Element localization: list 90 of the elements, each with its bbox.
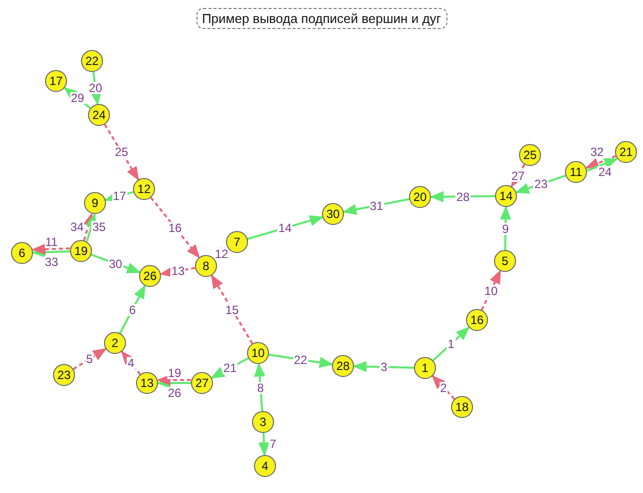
edge-label: 1: [446, 338, 456, 350]
vertex-circle: 23: [53, 364, 75, 386]
arrow: [104, 191, 134, 202]
arrow: [432, 374, 456, 400]
edge-label: 30: [108, 258, 124, 270]
vertex-circle: 28: [332, 355, 354, 377]
vertex-circle: 2: [104, 332, 126, 354]
vertex-circle: 19: [70, 240, 92, 262]
arrow: [480, 270, 502, 310]
vertex-circle: 17: [45, 70, 67, 92]
vertex-circle: 4: [254, 455, 276, 477]
edge-label: 13: [170, 265, 186, 277]
edge-label: 9: [501, 222, 510, 234]
vertex-circle: 9: [84, 192, 106, 214]
arrow: [584, 155, 616, 169]
title-box: Пример вывода подписей вершин и дуг: [196, 8, 448, 29]
vertex-circle: 16: [466, 309, 488, 331]
vertex-circle: 25: [519, 144, 541, 166]
vertex-circle: 10: [247, 342, 269, 364]
edge-label: 3: [380, 361, 388, 373]
edge-label: 22: [292, 354, 308, 366]
edge-label: 5: [85, 353, 94, 365]
vertex-circle: 21: [615, 141, 637, 163]
arrow: [83, 212, 94, 241]
arrow: [150, 196, 200, 259]
edge-label: 27: [510, 170, 526, 182]
vertex-circle: 30: [322, 203, 344, 225]
arrow: [210, 357, 249, 379]
arrow: [210, 274, 254, 344]
arrow: [510, 164, 526, 188]
vertex-circle: 20: [409, 186, 431, 208]
edge-label: 23: [533, 178, 549, 190]
edge-label: 20: [88, 82, 104, 94]
arrow: [432, 326, 470, 362]
vertex-circle: 13: [136, 372, 158, 394]
edge-label: 21: [222, 362, 238, 374]
vertex-circle: 8: [195, 255, 217, 277]
edge-label: 7: [268, 438, 278, 450]
arrow: [90, 72, 102, 106]
edge-label: 35: [91, 221, 107, 233]
edge-label: 14: [277, 222, 293, 234]
edge-label: 8: [256, 382, 265, 394]
edge-label: 33: [44, 256, 60, 268]
arrow: [72, 348, 107, 370]
edge-label: 31: [368, 200, 384, 212]
edge-label: 24: [597, 166, 613, 178]
edge-label: 16: [167, 222, 183, 234]
edge-label: 6: [128, 304, 137, 316]
arrow: [430, 191, 496, 202]
edge-label: 12: [214, 248, 230, 260]
arrow: [352, 360, 414, 372]
arrow: [586, 158, 618, 172]
vertex-circle: 18: [451, 396, 473, 418]
vertex-circle: 12: [133, 178, 155, 200]
arrow: [86, 213, 97, 242]
vertex-circle: 7: [226, 231, 248, 253]
vertex-circle: 11: [565, 161, 587, 183]
arrow: [342, 198, 410, 215]
arrow: [247, 215, 324, 240]
vertex-circle: 22: [81, 50, 103, 72]
vertex-circle: 14: [495, 185, 517, 207]
edge-label: 26: [166, 387, 182, 399]
arrow: [121, 350, 141, 376]
edge-label: 4: [126, 357, 136, 369]
vertex-circle: 5: [494, 250, 516, 272]
arrow: [254, 362, 266, 412]
edge-label: 17: [112, 190, 128, 202]
arrow: [32, 244, 70, 255]
edge-label: 25: [114, 146, 130, 158]
arrow: [500, 206, 512, 250]
arrow: [104, 124, 140, 181]
vertex-circle: 24: [88, 104, 110, 126]
vertex-circle: 27: [191, 372, 213, 394]
edge-label: 15: [224, 304, 240, 316]
edge-label: 11: [44, 236, 59, 248]
edge-label: 34: [69, 221, 85, 233]
edge-label: 32: [589, 146, 605, 158]
vertex-circle: 1: [414, 357, 436, 379]
arrow: [258, 432, 270, 456]
edge-label: 29: [70, 92, 86, 104]
vertex-circle: 26: [139, 265, 161, 287]
edge-label: 19: [166, 367, 182, 379]
vertex-circle: 3: [252, 411, 274, 433]
edge-label: 28: [455, 190, 471, 202]
arrow: [91, 254, 141, 274]
arrow: [268, 354, 334, 368]
arrow: [159, 266, 196, 278]
vertex-circle: 6: [11, 242, 33, 264]
edge-label: 10: [483, 284, 499, 296]
arrow: [156, 374, 191, 386]
